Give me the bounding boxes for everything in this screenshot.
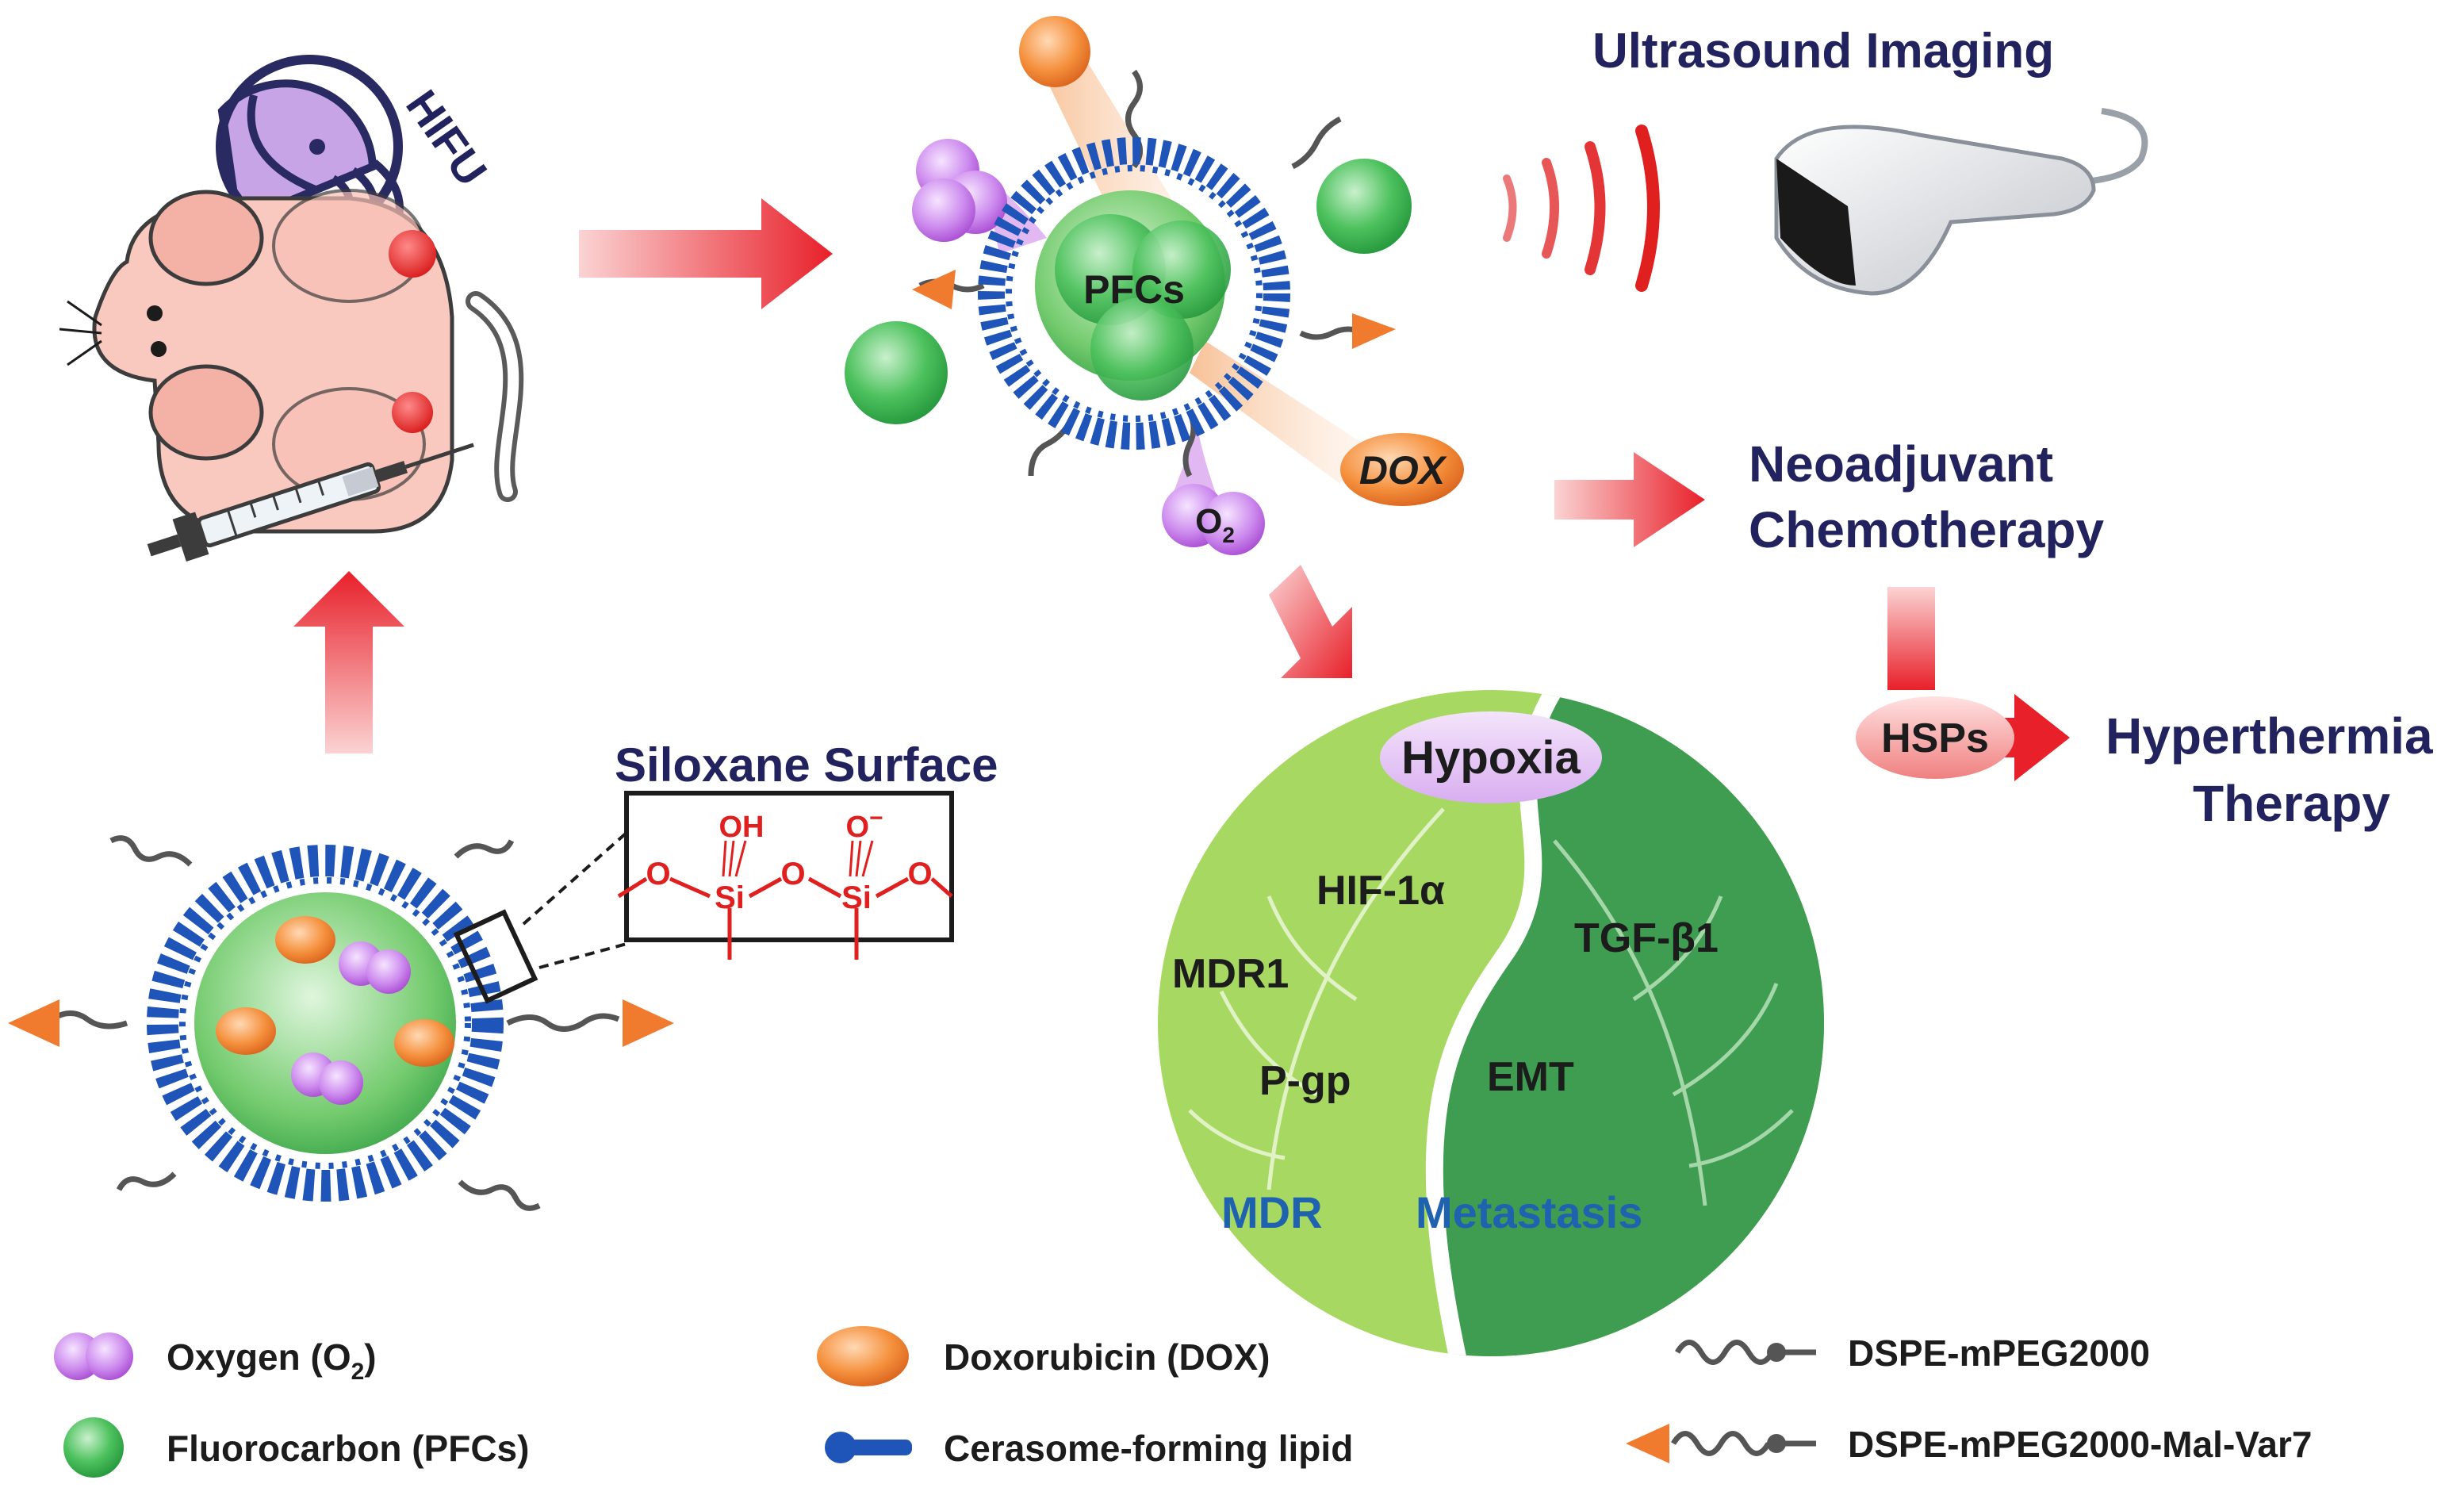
legend-lipid: Cerasome-forming lipid (825, 1428, 1353, 1469)
syringe-icon (147, 443, 474, 562)
arrow-to-hypoxia (1269, 565, 1352, 678)
siloxane-structure: O Si OH O Si O− O (617, 791, 954, 960)
hifu-label: HIFU (397, 81, 497, 194)
mdr-label: MDR (1221, 1187, 1323, 1237)
hsps-label: HSPs (1881, 715, 1989, 761)
hypoxia-label: Hypoxia (1401, 732, 1581, 784)
siloxane-minus-sign: − (869, 805, 883, 831)
siloxane-surface-label: Siloxane Surface (615, 738, 998, 792)
pfcs-label: PFCs (1083, 267, 1185, 312)
legend-oxygen: Oxygen (O2) (54, 1332, 377, 1385)
arrow-chemo-to-hsps (1887, 587, 1935, 690)
siloxane-si-1: Si (715, 880, 745, 915)
legend-lipid-text: Cerasome-forming lipid (944, 1428, 1353, 1469)
therapy-label: Therapy (2193, 775, 2390, 832)
cerasome-nanoparticle (8, 831, 674, 1211)
pfc-legend-icon (63, 1417, 124, 1478)
ligand-arrowhead-left (912, 270, 956, 309)
hypoxia-badge: Hypoxia (1380, 711, 1602, 803)
o2-subscript: 2 (1222, 523, 1235, 547)
dox-droplet-bottom: DOX (1340, 433, 1464, 506)
oxygen-molecule-top (912, 139, 1007, 242)
nanoparticle-release: PFCs DOX O2 (845, 16, 1464, 555)
zoom-box (453, 909, 538, 1004)
ultrasound-probe-icon (1774, 108, 2148, 296)
legend-oxygen-sub: 2 (351, 1359, 365, 1385)
arrow-hsps-to-hyperthermia (1967, 694, 2070, 781)
ultrasound-imaging-label: Ultrasound Imaging (1592, 24, 2054, 79)
legend-dspe-text: DSPE-mPEG2000 (1848, 1332, 2150, 1374)
tumor-upper (389, 230, 436, 278)
pfc-sphere-left (845, 321, 948, 424)
dox-legend-icon (817, 1326, 909, 1386)
siloxane-oh: OH (719, 811, 764, 844)
tgf-label: TGF-β1 (1574, 915, 1719, 961)
siloxane-o-minus: O (845, 811, 869, 844)
peg-legend-icon (1674, 1340, 1816, 1365)
targeted-peg-legend-icon (1626, 1424, 1816, 1463)
mouse-illustration (59, 189, 524, 534)
chemotherapy-label: Chemotherapy (1749, 501, 2105, 558)
mdr1-label: MDR1 (1172, 951, 1289, 997)
hypoxia-leaf-diagram (1158, 690, 1824, 1356)
tumor-lower (392, 392, 433, 433)
legend-dspe-mal: DSPE-mPEG2000-Mal-Var7 (1626, 1424, 2313, 1465)
arrow-mouse-to-particle (579, 198, 833, 309)
hyperthermia-label: Hyperthermia (2106, 707, 2433, 765)
dox-label: DOX (1359, 448, 1447, 493)
legend-fluorocarbon-text: Fluorocarbon (PFCs) (167, 1428, 529, 1469)
siloxane-o-3: O (907, 857, 932, 891)
lipid-legend-icon (825, 1432, 912, 1463)
legend-fluorocarbon: Fluorocarbon (PFCs) (63, 1417, 529, 1478)
ultrasound-waves (1503, 125, 1660, 292)
legend-oxygen-close: ) (364, 1336, 376, 1378)
pfc-sphere-right (1316, 159, 1412, 254)
svg-text:Oxygen (O2): Oxygen (O2) (167, 1336, 377, 1385)
arrow-to-chemotherapy (1554, 452, 1705, 547)
siloxane-si-2: Si (841, 880, 872, 915)
siloxane-o-2: O (780, 857, 805, 891)
legend-doxorubicin: Doxorubicin (DOX) (817, 1326, 1270, 1386)
legend-dspe-mal-text: DSPE-mPEG2000-Mal-Var7 (1848, 1424, 2313, 1465)
legend-doxorubicin-text: Doxorubicin (DOX) (944, 1336, 1270, 1378)
emt-label: EMT (1487, 1054, 1574, 1100)
svg-text:O2: O2 (1195, 502, 1235, 547)
legend-oxygen-text: Oxygen (O (167, 1336, 351, 1378)
flow-arrows (293, 198, 2070, 781)
cerasome-shell-top (978, 137, 1290, 450)
o2-label: O (1195, 502, 1222, 541)
ligand-arrowhead-bottom-right (623, 999, 674, 1047)
legend-dspe: DSPE-mPEG2000 (1674, 1332, 2150, 1374)
pgp-label: P-gp (1259, 1058, 1351, 1104)
dox-droplet-top (1019, 16, 1090, 87)
oxygen-molecule-bottom: O2 (1162, 484, 1265, 555)
hsps-badge: HSPs (1856, 696, 2014, 779)
ligand-arrowhead-right (1352, 313, 1396, 349)
svg-text:O−: O− (845, 805, 883, 844)
siloxane-o-1: O (646, 857, 670, 891)
legend: Oxygen (O2) Fluorocarbon (PFCs) Doxorubi… (54, 1326, 2313, 1478)
metastasis-label: Metastasis (1416, 1187, 1642, 1237)
ligand-arrowhead-bottom-left (8, 999, 59, 1047)
arrow-nanoparticle-to-mouse (293, 571, 404, 753)
hif-label: HIF-1α (1316, 868, 1445, 914)
neoadjuvant-label: Neoadjuvant (1749, 435, 2053, 493)
